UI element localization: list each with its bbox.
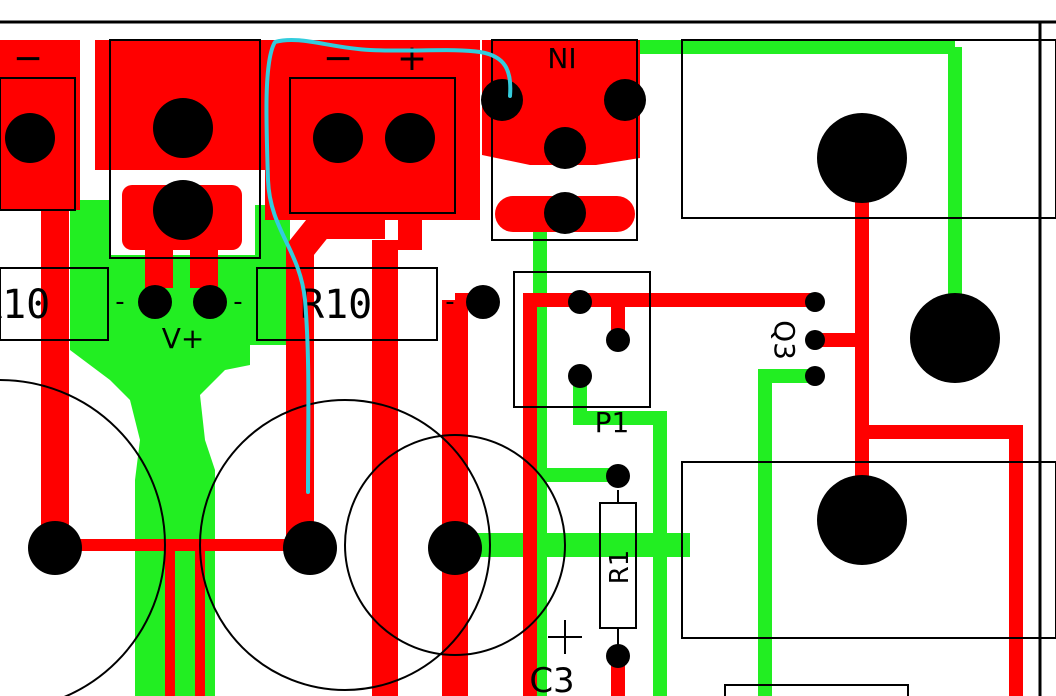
silkscreen-labels: NI R10 R10 V+ P1 Q3 R1 C3 − − + - - - xyxy=(0,38,801,696)
pad-ni-3 xyxy=(544,127,586,169)
pad-left-connector xyxy=(5,113,55,163)
red-trace-p1-loop xyxy=(523,293,815,696)
board-outline xyxy=(0,20,1056,696)
pad-p1-1 xyxy=(568,290,592,314)
pad-regulator-out xyxy=(153,180,213,240)
outline-r10-right xyxy=(256,267,438,341)
red-trace-mid-cap xyxy=(286,211,385,545)
pad-ni-2 xyxy=(604,79,646,121)
pad-p1-2 xyxy=(606,328,630,352)
pad-ni-1 xyxy=(481,79,523,121)
annotation-hand-drawn-wire xyxy=(264,37,513,494)
pad-q3-1 xyxy=(805,292,825,312)
label-c3: C3 xyxy=(529,661,574,696)
pad-v-plus-1 xyxy=(138,285,172,319)
label-dash-b: - xyxy=(233,287,242,317)
label-ni: NI xyxy=(547,42,576,75)
pad-r1-top xyxy=(606,464,630,488)
pad-heatsink-top xyxy=(817,113,907,203)
label-r10-right: R10 xyxy=(300,282,372,328)
label-r10-left: R10 xyxy=(0,282,50,328)
outline-cap-c3 xyxy=(344,434,566,656)
pad-connector-minus xyxy=(313,113,363,163)
pad-cap-c3 xyxy=(428,521,482,575)
outline-box-bottom-right xyxy=(724,684,909,696)
pad-heatsink-right xyxy=(910,293,1000,383)
pad-regulator-tab xyxy=(153,98,213,158)
red-tab-v-plus-2 xyxy=(190,248,218,288)
red-pour-mid-connector xyxy=(265,40,480,220)
outline-p1-trimmer xyxy=(513,271,651,408)
pad-p1-3 xyxy=(568,364,592,388)
red-pour-ni-pad xyxy=(482,40,640,165)
outline-heatsink-bottom xyxy=(681,461,1056,639)
pads-layer xyxy=(5,79,1000,668)
outline-connector-left xyxy=(0,77,76,211)
outline-cap-left xyxy=(0,379,166,696)
pad-cap-mid xyxy=(283,521,337,575)
pad-q3-3 xyxy=(805,366,825,386)
label-dash-c: - xyxy=(445,287,454,317)
pad-heatsink-bottom xyxy=(817,475,907,565)
label-plus-mid: + xyxy=(397,38,427,79)
pad-ni-4 xyxy=(544,192,586,234)
outline-r10-left xyxy=(0,267,109,341)
pad-cap-left xyxy=(28,521,82,575)
v-plus-copper-pour xyxy=(70,200,290,696)
green-trace-q3-route xyxy=(758,369,815,696)
pad-connector-plus xyxy=(385,113,435,163)
label-r1: R1 xyxy=(605,550,635,585)
label-p1: P1 xyxy=(595,406,630,439)
outline-v-plus-regulator xyxy=(109,39,261,259)
outline-connector-mid xyxy=(289,77,456,214)
label-v-plus: V+ xyxy=(162,322,205,355)
top-copper-layer xyxy=(0,40,1023,696)
silkscreen-layer xyxy=(0,39,1056,696)
outline-cap-mid xyxy=(199,399,491,691)
outline-ni-connector xyxy=(491,39,638,241)
pad-v-plus-2 xyxy=(193,285,227,319)
pad-r10-right xyxy=(466,285,500,319)
label-dash-a: - xyxy=(115,287,124,317)
label-q3: Q3 xyxy=(768,320,801,360)
pad-q3-2 xyxy=(805,330,825,350)
outline-heatsink-top xyxy=(681,39,1056,219)
red-trace-right-bus xyxy=(862,425,1023,696)
pad-r1-bottom xyxy=(606,644,630,668)
label-minus-left: − xyxy=(13,38,43,79)
red-tab-v-plus-1 xyxy=(145,248,173,288)
